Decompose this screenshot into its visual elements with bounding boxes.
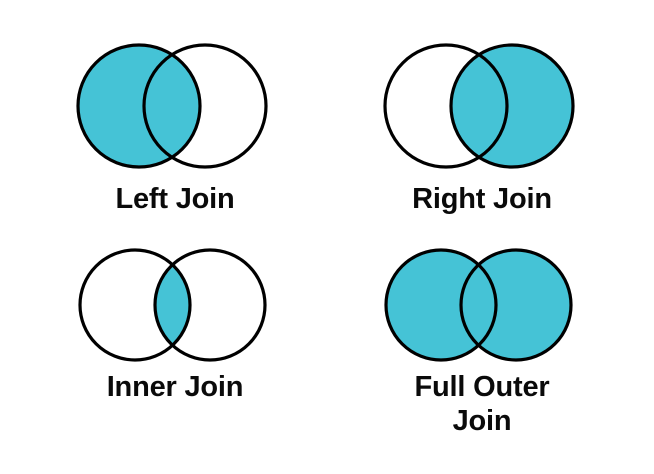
caption-inner-join: Inner Join	[106, 371, 244, 403]
right-circle-outline	[449, 43, 575, 169]
venn-full-outer-join	[377, 242, 581, 368]
inner-join-venn-svg	[78, 248, 267, 362]
full-outer-join-venn-svg	[384, 248, 573, 362]
caption-left-join: Left Join	[115, 183, 235, 215]
venn-inner-join	[71, 242, 275, 368]
right-circle-fill	[451, 45, 573, 167]
venn-right-join	[377, 36, 581, 176]
left-circle-fill	[78, 45, 200, 167]
right-circle-outline	[459, 248, 573, 362]
left-circle-outline	[78, 248, 192, 362]
caption-full-outer-join: Full Outer Join	[414, 371, 550, 437]
venn-left-join	[70, 36, 274, 176]
right-circle-outline	[153, 248, 267, 362]
caption-right-join: Right Join	[412, 183, 552, 215]
left-circle-outline	[76, 43, 202, 169]
left-circle-outline	[383, 43, 509, 169]
right-circle-outline	[142, 43, 268, 169]
left-join-venn-svg	[76, 43, 268, 169]
right-join-venn-svg	[383, 43, 575, 169]
left-circle-outline	[384, 248, 498, 362]
